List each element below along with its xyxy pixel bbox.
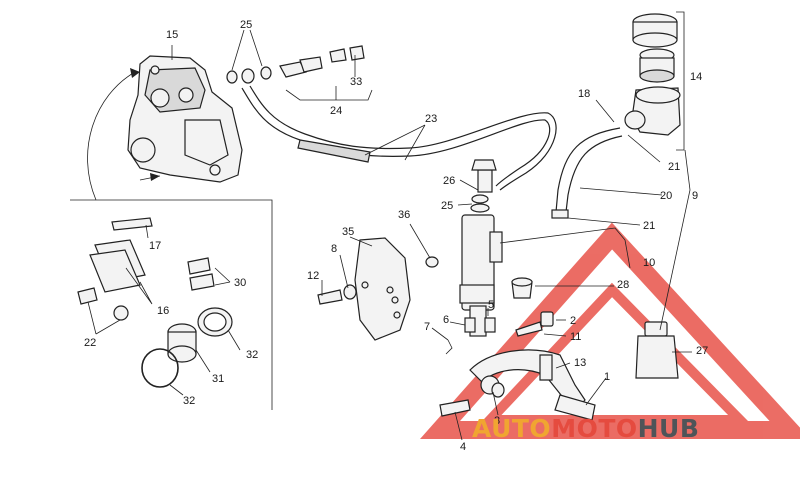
brake-caliper: [127, 55, 243, 183]
callout-32a: 32: [246, 349, 258, 361]
banjo-fittings: [226, 45, 365, 84]
callout-11: 11: [570, 331, 581, 343]
fluid-bottle: [635, 321, 679, 379]
callout-23: 23: [425, 113, 437, 125]
brake-hose: [241, 85, 557, 191]
bolt-11: [515, 321, 543, 337]
bracket-14: [676, 11, 685, 151]
callout-21b: 21: [643, 220, 655, 232]
master-cylinder: [459, 159, 503, 337]
callout-13: 13: [574, 357, 586, 369]
bolt-5: [484, 317, 496, 333]
callout-12: 12: [307, 270, 319, 282]
callout-1: 1: [604, 371, 610, 383]
washer-36: [425, 256, 439, 268]
callout-8: 8: [331, 243, 337, 255]
brand-watermark: AUTOMOTOHUB: [472, 414, 699, 443]
callout-2: 2: [570, 315, 576, 327]
callout-26: 26: [443, 175, 455, 187]
callout-9: 9: [692, 190, 698, 202]
brand-part-auto: AUTO: [472, 414, 551, 443]
callout-14: 14: [690, 71, 702, 83]
svg-text:AUTOMOTOHUB: AUTOMOTOHUB: [472, 414, 699, 443]
callout-15: 15: [166, 29, 178, 41]
callout-6: 6: [443, 314, 449, 326]
mounting-bracket: [354, 237, 411, 341]
bolt-4: [439, 399, 471, 417]
callout-4: 4: [460, 441, 466, 453]
callout-16: 16: [157, 305, 169, 317]
fluid-reservoir: [624, 13, 681, 136]
brake-pads: [77, 217, 215, 321]
callout-33: 33: [350, 76, 362, 88]
callout-21a: 21: [668, 161, 680, 173]
brand-part-hub: HUB: [638, 414, 700, 443]
callout-7: 7: [424, 321, 430, 333]
callout-36: 36: [398, 209, 410, 221]
pads-group-frame: [70, 199, 273, 410]
callout-3: 3: [494, 415, 500, 427]
pointer-arrow-caliper: [87, 71, 136, 201]
callout-18: 18: [578, 88, 590, 100]
callout-22: 22: [84, 337, 96, 349]
callout-28: 28: [617, 279, 629, 291]
callout-32b: 32: [183, 395, 195, 407]
callout-25a: 25: [240, 19, 252, 31]
callout-10: 10: [643, 257, 655, 269]
nut-2: [540, 311, 554, 327]
callout-31: 31: [212, 373, 224, 385]
callout-35: 35: [342, 226, 354, 238]
callout-17: 17: [149, 240, 161, 252]
brand-part-moto: MOTO: [551, 414, 637, 443]
callout-30: 30: [234, 277, 246, 289]
feed-tube: [555, 127, 621, 213]
leader-lines: [87, 29, 692, 441]
pistons-seals: [141, 307, 233, 388]
callout-24: 24: [330, 105, 342, 117]
callout-5: 5: [488, 299, 494, 311]
callout-labels: 15 25 33 24 23 14 18 21 20 9 26 25 21 36…: [84, 19, 708, 453]
callout-27: 27: [696, 345, 708, 357]
callout-25b: 25: [441, 200, 453, 212]
bolt-12: [317, 289, 343, 305]
callout-20: 20: [660, 190, 672, 202]
